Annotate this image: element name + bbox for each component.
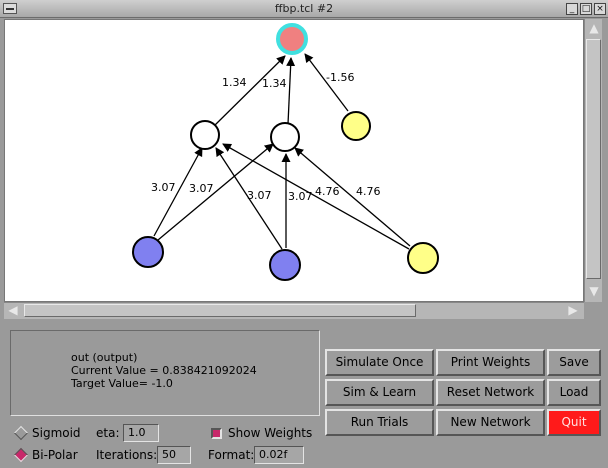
horizontal-scroll-thumb[interactable] <box>24 304 416 317</box>
maximize-icon[interactable]: □ <box>580 3 592 15</box>
network-canvas[interactable]: 1.34 1.34 -1.56 3.07 3.07 3.07 3.07 4.76… <box>4 19 584 302</box>
title-bar: ffbp.tcl #2 _ □ × <box>0 0 608 18</box>
node-name: out (output) <box>71 351 138 364</box>
minimize-icon[interactable]: _ <box>566 3 578 15</box>
target-value: Target Value= -1.0 <box>71 377 173 390</box>
edge-in3-h2 <box>294 147 411 247</box>
weight-label-h2-out: 1.34 <box>262 77 287 90</box>
run-trials-button[interactable]: Run Trials <box>325 409 434 436</box>
bias-node[interactable] <box>341 111 371 141</box>
print-weights-button[interactable]: Print Weights <box>436 349 545 376</box>
format-input[interactable]: 0.02f <box>254 446 304 464</box>
weight-label-bias-out: -1.56 <box>326 71 354 84</box>
new-network-button[interactable]: New Network <box>436 409 545 436</box>
scroll-up-icon[interactable]: ▲ <box>589 21 599 35</box>
scroll-right-icon[interactable]: ▶ <box>568 303 578 317</box>
edge-in1-h2 <box>157 143 274 241</box>
control-panel: out (output) Current Value = 0.838421092… <box>4 321 602 468</box>
reset-network-button[interactable]: Reset Network <box>436 379 545 406</box>
horizontal-scrollbar[interactable]: ◀ ▶ <box>4 302 584 319</box>
simulate-once-button[interactable]: Simulate Once <box>325 349 434 376</box>
edge-bias-out <box>304 53 349 112</box>
vertical-scrollbar[interactable]: ▲ ▼ <box>584 19 602 302</box>
weight-label-h1-out: 1.34 <box>222 76 247 89</box>
weight-label-in1-h2: 3.07 <box>189 182 214 195</box>
sigmoid-label: Sigmoid <box>32 426 81 440</box>
edge-in3-h1 <box>222 143 410 250</box>
hidden-node-1[interactable] <box>190 120 220 150</box>
scroll-left-icon[interactable]: ◀ <box>8 303 18 317</box>
weight-label-in2-h1: 3.07 <box>247 189 272 202</box>
node-info-panel: out (output) Current Value = 0.838421092… <box>10 330 320 416</box>
output-node[interactable] <box>276 23 308 55</box>
close-icon[interactable]: × <box>594 3 606 15</box>
show-weights-checkbox[interactable] <box>211 428 222 439</box>
eta-label: eta: <box>96 426 120 440</box>
input-node-3[interactable] <box>407 242 439 274</box>
bipolar-radio[interactable] <box>13 447 29 463</box>
edge-h2-out <box>286 57 296 125</box>
vertical-scroll-thumb[interactable] <box>586 39 601 279</box>
window-menu-icon[interactable] <box>3 3 17 14</box>
weight-label-in2-h2: 3.07 <box>288 190 313 203</box>
show-weights-label: Show Weights <box>228 426 313 440</box>
network-diagram: 1.34 1.34 -1.56 3.07 3.07 3.07 3.07 4.76… <box>132 23 439 281</box>
save-button[interactable]: Save <box>547 349 601 376</box>
edge-in2-h1 <box>215 147 283 250</box>
weight-label-in3-h1: 4.76 <box>315 185 340 198</box>
weight-label-in3-h2: 4.76 <box>356 185 381 198</box>
input-node-2[interactable] <box>269 249 301 281</box>
sigmoid-radio[interactable] <box>13 425 29 441</box>
iterations-input[interactable]: 50 <box>157 446 191 464</box>
quit-button[interactable]: Quit <box>547 409 601 436</box>
sim-learn-button[interactable]: Sim & Learn <box>325 379 434 406</box>
scroll-down-icon[interactable]: ▼ <box>589 284 599 298</box>
bipolar-label: Bi-Polar <box>32 448 78 462</box>
eta-input[interactable]: 1.0 <box>123 424 159 442</box>
input-node-1[interactable] <box>132 236 164 268</box>
edge-in1-h1 <box>153 147 203 237</box>
iterations-label: Iterations: <box>96 448 158 462</box>
hidden-node-2[interactable] <box>270 122 300 152</box>
edge-h1-out <box>212 55 286 128</box>
current-value: Current Value = 0.838421092024 <box>71 364 257 377</box>
load-button[interactable]: Load <box>547 379 601 406</box>
weight-label-in1-h1: 3.07 <box>151 181 176 194</box>
format-label: Format: <box>208 448 255 462</box>
window-title: ffbp.tcl #2 <box>274 2 334 15</box>
